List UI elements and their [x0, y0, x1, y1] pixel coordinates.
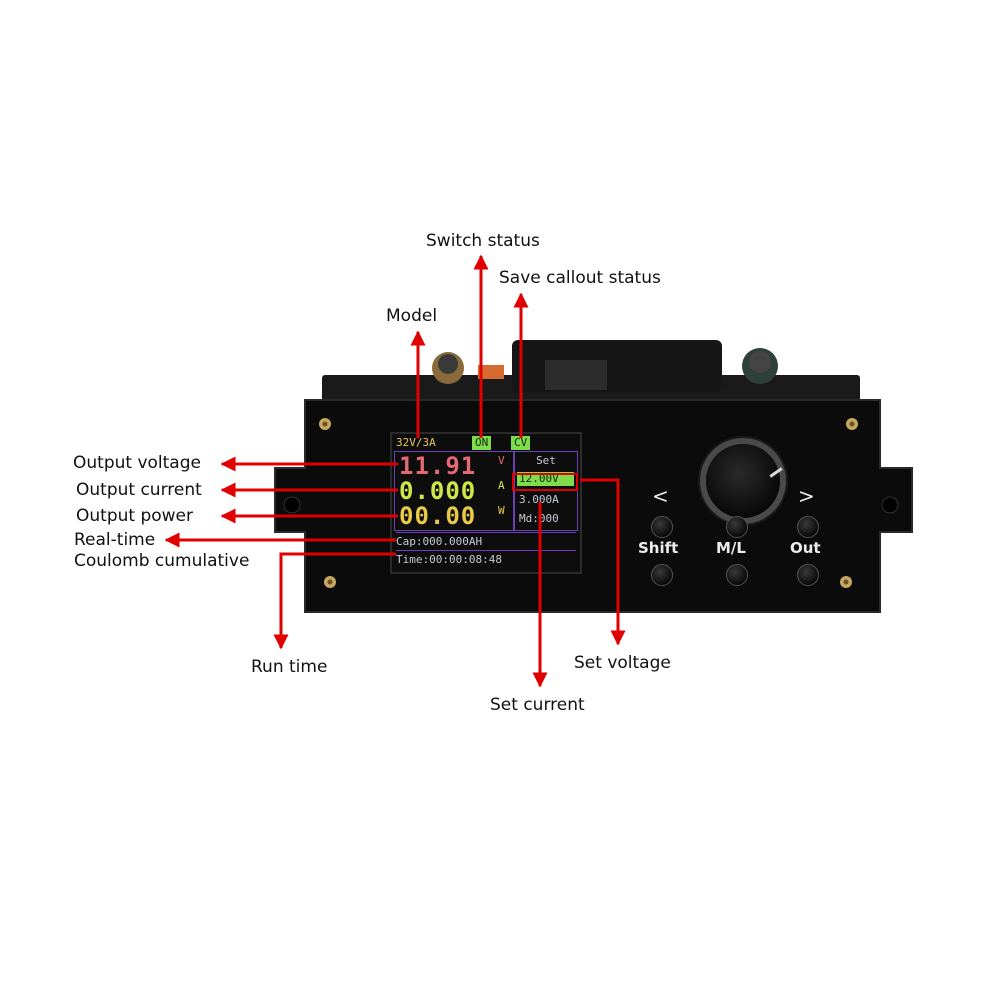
screw	[324, 576, 336, 588]
output-current-unit: A	[498, 479, 505, 492]
callout-switch-status: Switch status	[426, 231, 540, 251]
lower-right-button[interactable]	[797, 564, 819, 586]
callout-set-voltage: Set voltage	[574, 653, 671, 673]
ml-label: M/L	[716, 539, 746, 557]
callout-save-callout-status: Save callout status	[499, 268, 661, 288]
callout-model: Model	[386, 306, 438, 326]
chevron-right-icon: >	[798, 484, 815, 508]
callout-real-time: Real-time	[74, 530, 156, 550]
output-power-value: 00.00	[399, 502, 477, 530]
callout-run-time: Run time	[251, 657, 328, 677]
callout-output-power: Output power	[76, 506, 193, 526]
mount-hole-right	[881, 496, 899, 514]
rotary-knob-icon[interactable]	[706, 444, 783, 518]
chevron-left-icon: <	[652, 484, 669, 508]
set-voltage-value: 12.00V	[517, 472, 574, 486]
callout-output-voltage: Output voltage	[73, 453, 201, 473]
coulomb-capacity: Cap:000.000AH	[396, 532, 576, 550]
lcd-save-status: CV	[511, 436, 531, 450]
shift-button[interactable]	[651, 516, 673, 538]
output-voltage-value: 11.91	[399, 452, 477, 480]
ml-button[interactable]	[726, 516, 748, 538]
set-title: Set	[536, 454, 556, 467]
callout-output-current: Output current	[76, 480, 202, 500]
out-button[interactable]	[797, 516, 819, 538]
lcd-status-bar: 32V/3A ON CV	[394, 436, 578, 450]
run-time-value: Time:00:00:08:48	[396, 550, 576, 568]
lcd-set-panel: Set 12.00V 3.000A Md:000	[514, 451, 578, 531]
screw	[846, 418, 858, 430]
lower-left-button[interactable]	[651, 564, 673, 586]
output-power-unit: W	[498, 504, 505, 517]
lcd-switch-status: ON	[472, 436, 492, 450]
callout-coulomb-cumulative: Coulomb cumulative	[74, 551, 250, 571]
screw	[319, 418, 331, 430]
shift-label: Shift	[638, 539, 679, 557]
lcd-screen: 32V/3A ON CV 11.91 V 0.000 A 00.00 W Set…	[390, 432, 582, 574]
lower-middle-button[interactable]	[726, 564, 748, 586]
lcd-readout-panel: 11.91 V 0.000 A 00.00 W	[394, 451, 514, 531]
out-label: Out	[790, 539, 821, 557]
terminal-block	[545, 360, 607, 390]
orange-component	[478, 365, 504, 379]
output-voltage-unit: V	[498, 454, 505, 467]
callout-set-current: Set current	[490, 695, 585, 715]
output-current-value: 0.000	[399, 477, 477, 505]
mount-hole-left	[283, 496, 301, 514]
heatsink-bracket	[512, 340, 722, 392]
lcd-model: 32V/3A	[396, 436, 436, 449]
screw	[840, 576, 852, 588]
memory-slot: Md:000	[519, 512, 559, 525]
capacitor-left-top	[438, 354, 458, 374]
set-current-value: 3.000A	[519, 493, 559, 506]
capacitor-right-top	[749, 351, 771, 373]
